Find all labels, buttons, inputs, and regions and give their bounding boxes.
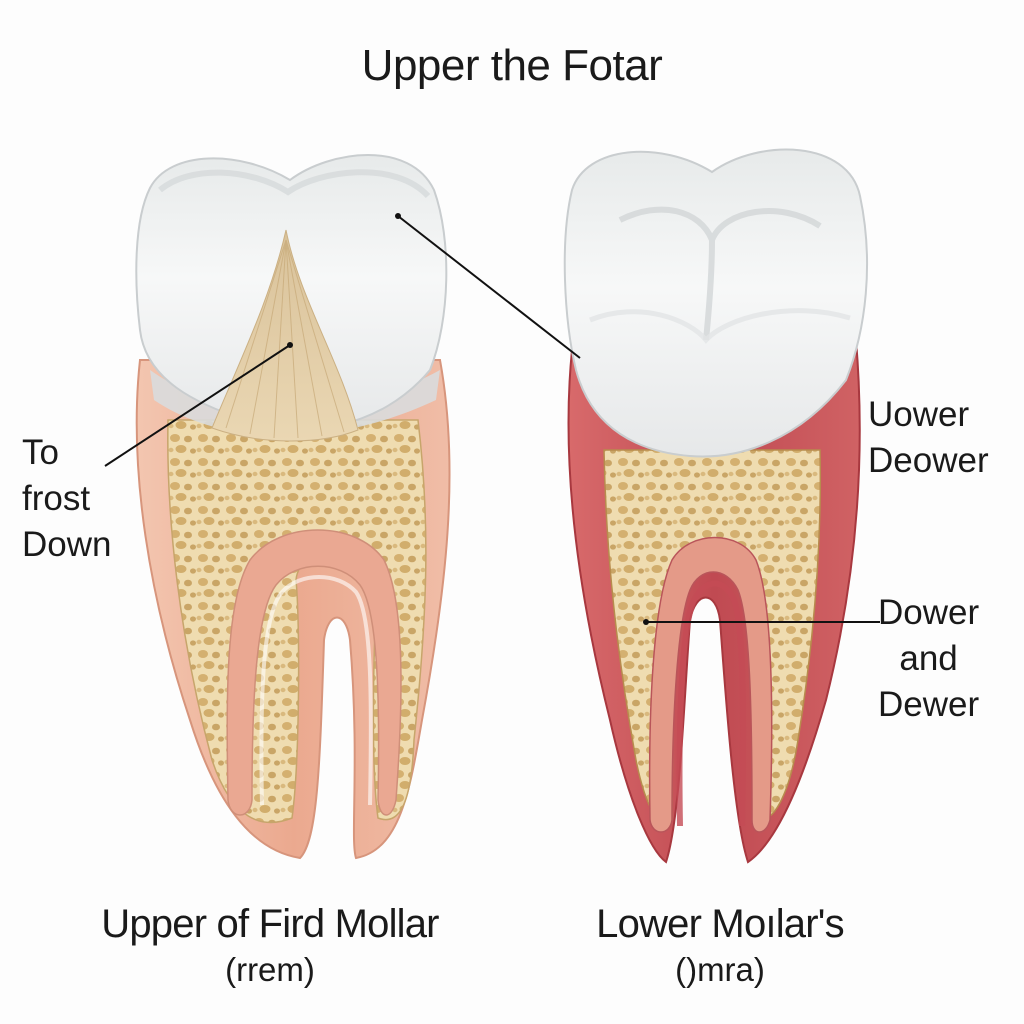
upper-molar-subcaption: (rrem) (225, 951, 315, 988)
upper-molar (135, 154, 451, 860)
left-annotation-line-1: To (22, 433, 59, 472)
right-mid-annotation: Dower and Dewer (878, 590, 979, 728)
lower-molar-caption: Lower Moılar's (596, 902, 844, 946)
right-mid-annotation-line-1: Dower (878, 593, 980, 632)
leader-dot-crown (395, 213, 401, 219)
right-mid-annotation-line-2: and (899, 639, 958, 678)
right-mid-annotation-line-3: Dewer (878, 685, 980, 724)
left-annotation-line-3: Down (22, 525, 112, 564)
right-top-annotation-line-2: Deower (868, 441, 989, 480)
leader-lines (104, 215, 880, 623)
diagram-title: Upper the Fotar (361, 41, 663, 90)
lower-molar (563, 148, 869, 864)
lower-pulp-canal (648, 536, 773, 833)
upper-pulp-canal (226, 529, 402, 816)
lower-crown-fissures (618, 206, 822, 341)
lower-crown-cusp-shadow (589, 308, 851, 344)
lower-pulp-inner (676, 580, 747, 827)
lower-molar-subcaption: ()mra) (675, 951, 765, 988)
leader-dot-right (643, 619, 649, 625)
upper-crown-cusps (158, 169, 431, 199)
lower-crown (563, 148, 869, 458)
right-top-annotation: Uower Deower (868, 392, 989, 484)
leader-left (104, 344, 291, 467)
upper-fiber-wedge (211, 229, 359, 442)
right-top-annotation-line-1: Uower (868, 395, 970, 434)
upper-molar-caption: Upper of Fird Mollar (101, 902, 439, 946)
leader-crown-to-gum (397, 215, 581, 359)
upper-pulp-inner (259, 575, 373, 806)
left-annotation-line-2: frost (22, 479, 91, 518)
upper-fiber-lines (225, 239, 345, 439)
leader-dot-left (287, 342, 293, 348)
left-annotation: To frost Down (22, 430, 111, 568)
